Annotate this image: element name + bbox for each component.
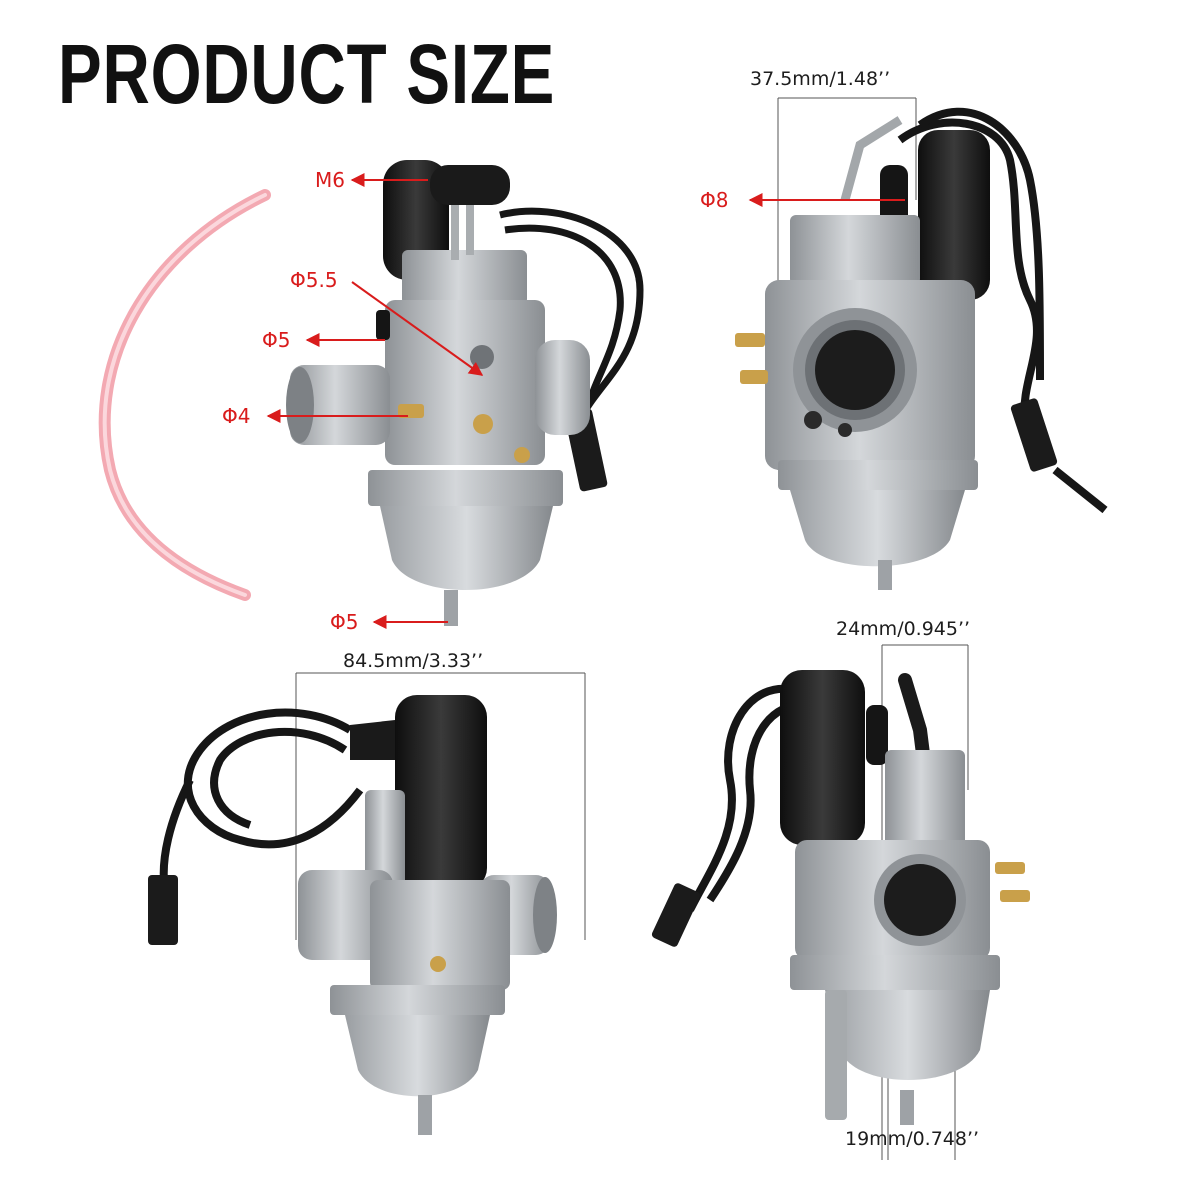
label-phi8: Φ8 — [700, 188, 729, 212]
dimension-19mm: 19mm/0.748’’ — [845, 1128, 980, 1150]
label-phi4: Φ4 — [222, 404, 251, 428]
dimension-84-5mm: 84.5mm/3.33’’ — [343, 650, 484, 672]
carburetor-side-illustration — [148, 672, 586, 1135]
page-title: PRODUCT SIZE — [58, 27, 556, 121]
fuel-line — [98, 189, 271, 601]
carburetor-front-illustration — [98, 160, 644, 629]
carburetor-outlet-view: 24mm/0.945’’ 19mm/0.748’’ — [600, 610, 1200, 1200]
dimension-24mm: 24mm/0.945’’ — [836, 618, 971, 640]
label-m6: M6 — [315, 168, 345, 192]
label-phi5-5: Φ5.5 — [290, 268, 338, 292]
carburetor-outlet-illustration — [651, 644, 1030, 1160]
label-phi5-side: Φ5 — [262, 328, 291, 352]
carburetor-intake-view: 37.5mm/1.48’’ Φ8 — [600, 0, 1200, 620]
dimension-37-5mm: 37.5mm/1.48’’ — [750, 68, 891, 90]
carburetor-intake-illustration — [735, 97, 1108, 590]
carburetor-side-view: 84.5mm/3.33’’ — [0, 640, 600, 1200]
phi55-arrow — [351, 281, 484, 376]
label-phi5-bottom: Φ5 — [330, 610, 359, 634]
carburetor-front-view: M6 Φ5.5 Φ5 Φ4 Φ5 — [0, 0, 644, 650]
